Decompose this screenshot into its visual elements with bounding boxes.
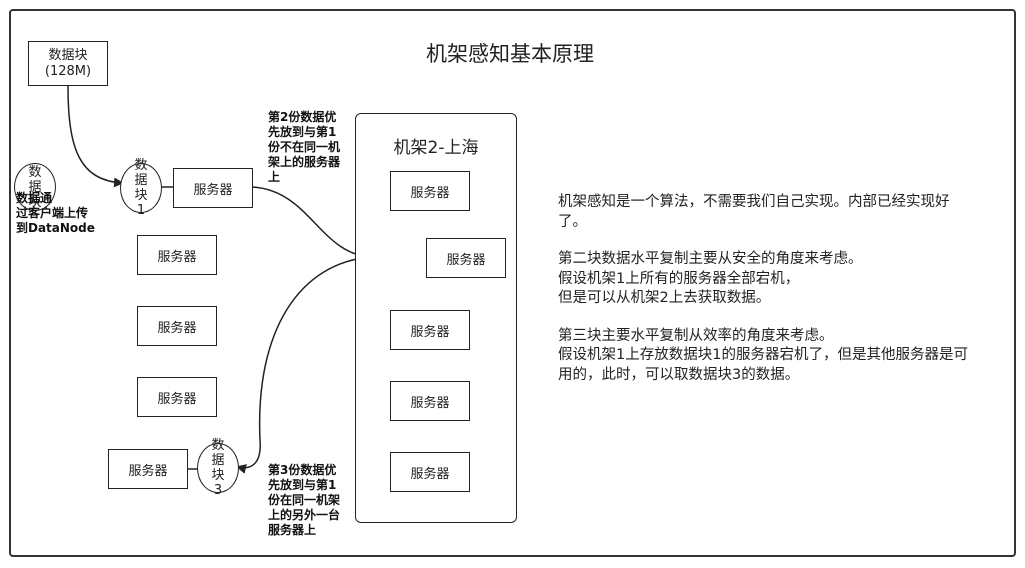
block3-circle-label: 数据块3 <box>211 438 225 498</box>
data-block-box: 数据块 (128M) <box>28 41 108 86</box>
client-upload-note: 数据通 过客户端上传 到DataNode <box>16 191 95 235</box>
block1-circle: 数据块1 <box>120 158 162 218</box>
copy2-placement-note: 第2份数据优 先放到与第1 份不在同一机 架上的服务器 上 <box>268 110 341 184</box>
rack2-server-4: 服务器 <box>390 381 470 421</box>
connector-rack2-to-block3 <box>236 256 373 474</box>
rack1-server-2: 服务器 <box>137 235 217 275</box>
rack1-server-4: 服务器 <box>137 377 217 417</box>
rack2-server-3: 服务器 <box>390 310 470 350</box>
rack2-server-1: 服务器 <box>390 171 470 211</box>
diagram-frame <box>9 9 1016 557</box>
rack1-server-5: 服务器 <box>108 449 188 489</box>
block3-circle: 数据块3 <box>197 438 239 498</box>
rack1-server-3: 服务器 <box>137 306 217 346</box>
data-block-size: (128M) <box>44 63 92 79</box>
rack2-server-5: 服务器 <box>390 452 470 492</box>
copy3-placement-note: 第3份数据优 先放到与第1 份在同一机架 上的另外一台 服务器上 <box>268 463 341 537</box>
connector-block-to-block1 <box>67 85 124 188</box>
block1-circle-label: 数据块1 <box>134 158 148 218</box>
description-paragraph-2: 第二块数据水平复制主要从安全的角度来考虑。 假设机架1上所有的服务器全部宕机， … <box>558 251 863 306</box>
description-paragraph-3: 第三块主要水平复制从效率的角度来考虑。 假设机架1上存放数据块1的服务器宕机了，… <box>558 327 968 383</box>
connector-to-rack2 <box>251 186 374 262</box>
data-block-label: 数据块 <box>48 47 88 63</box>
description-paragraph-1: 机架感知是一个算法，不需要我们自己实现。内部已经实现好了。 <box>558 194 950 230</box>
rack1-server-1: 服务器 <box>173 168 253 208</box>
rack2-server-2: 服务器 <box>426 238 506 278</box>
rack2-label: 机架2-上海 <box>393 138 479 158</box>
diagram-title: 机架感知基本原理 <box>426 42 594 66</box>
description-panel: 机架感知是一个算法，不需要我们自己实现。内部已经实现好了。 第二块数据水平复制主… <box>558 193 968 403</box>
client-block-circle-label: 数据块 <box>28 164 42 210</box>
client-block-circle: 数据块 <box>14 163 56 211</box>
